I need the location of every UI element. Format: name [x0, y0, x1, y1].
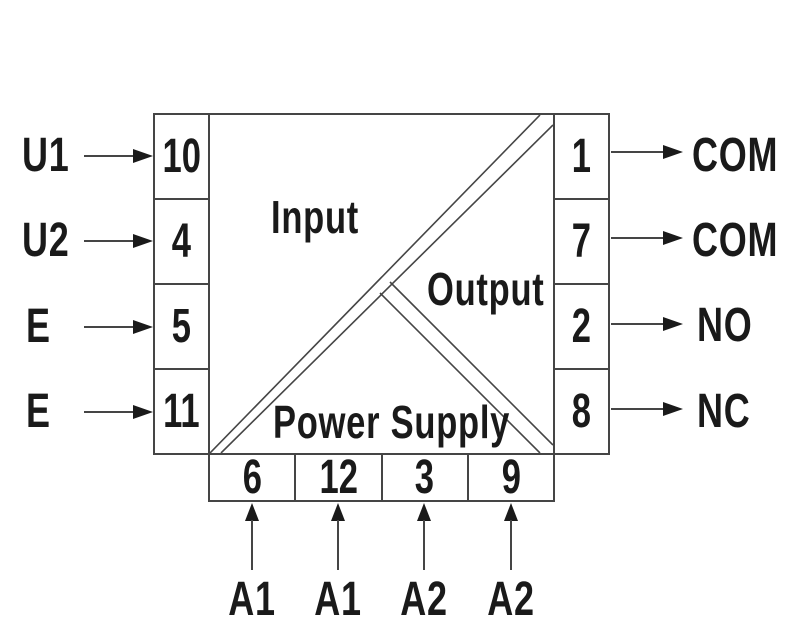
arrow-up-icon	[504, 503, 518, 521]
terminal-box-8: 8	[555, 368, 608, 453]
arrow-right-icon	[663, 231, 683, 245]
arrow-up-icon	[245, 503, 259, 521]
terminal-pin-1: 1	[571, 129, 592, 183]
arrow-line	[510, 520, 512, 570]
terminal-box-6: 6	[210, 450, 294, 504]
terminal-pin-12: 12	[319, 450, 358, 504]
arrow-right-icon	[133, 234, 153, 248]
arrow-line	[84, 155, 134, 157]
arrow-line	[251, 520, 253, 570]
signal-label-a2-2: A2	[487, 573, 535, 626]
signal-label-u2: U2	[22, 214, 70, 267]
power-supply-region-label: Power Supply	[273, 396, 511, 448]
arrow-right-icon	[663, 402, 683, 416]
terminal-pin-4: 4	[171, 214, 192, 268]
output-region-label: Output	[427, 263, 545, 315]
signal-label-e2: E	[26, 385, 51, 438]
signal-label-a1-1: A1	[228, 573, 276, 626]
arrow-line	[337, 520, 339, 570]
terminal-box-9: 9	[466, 450, 553, 504]
signal-label-com2: COM	[692, 214, 779, 267]
terminal-box-7: 7	[555, 198, 608, 283]
arrow-right-icon	[133, 405, 153, 419]
terminal-box-3: 3	[380, 450, 467, 504]
terminal-box-1: 1	[555, 115, 608, 198]
terminal-box-11: 11	[155, 368, 208, 453]
arrow-line	[611, 151, 664, 153]
region-separator-lines	[210, 115, 553, 453]
terminal-pin-11: 11	[163, 384, 200, 438]
terminal-box-10: 10	[155, 115, 208, 198]
arrow-line	[423, 520, 425, 570]
function-block	[208, 113, 555, 455]
terminal-pin-7: 7	[571, 214, 592, 268]
signal-label-e1: E	[26, 300, 51, 353]
signal-label-a1-2: A1	[314, 573, 362, 626]
arrow-up-icon	[417, 503, 431, 521]
arrow-line	[611, 408, 664, 410]
signal-label-no: NO	[697, 299, 753, 352]
input-region-label: Input	[271, 191, 360, 243]
terminal-pin-8: 8	[571, 384, 592, 438]
left-terminal-column: 10 4 5 11	[153, 113, 208, 455]
terminal-pin-9: 9	[501, 450, 521, 504]
bottom-terminal-row: 6 12 3 9	[208, 450, 555, 504]
terminal-box-12: 12	[294, 450, 380, 504]
signal-label-u1: U1	[22, 129, 70, 182]
terminal-pin-10: 10	[162, 129, 201, 183]
terminal-box-5: 5	[155, 283, 208, 368]
arrow-right-icon	[663, 145, 683, 159]
arrow-line	[611, 323, 664, 325]
arrow-right-icon	[133, 149, 153, 163]
terminal-pin-3: 3	[415, 450, 435, 504]
signal-label-com1: COM	[692, 129, 779, 182]
arrow-line	[84, 411, 134, 413]
arrow-line	[84, 326, 134, 328]
arrow-up-icon	[331, 503, 345, 521]
arrow-line	[84, 240, 134, 242]
terminal-pin-2: 2	[571, 299, 592, 353]
signal-label-nc: NC	[697, 385, 751, 438]
arrow-right-icon	[133, 320, 153, 334]
terminal-pin-5: 5	[171, 299, 192, 353]
signal-label-a2-1: A2	[400, 573, 448, 626]
terminal-box-2: 2	[555, 283, 608, 368]
right-terminal-column: 1 7 2 8	[555, 113, 610, 455]
terminal-pin-6: 6	[242, 450, 262, 504]
arrow-right-icon	[663, 317, 683, 331]
terminal-box-4: 4	[155, 198, 208, 283]
arrow-line	[611, 237, 664, 239]
